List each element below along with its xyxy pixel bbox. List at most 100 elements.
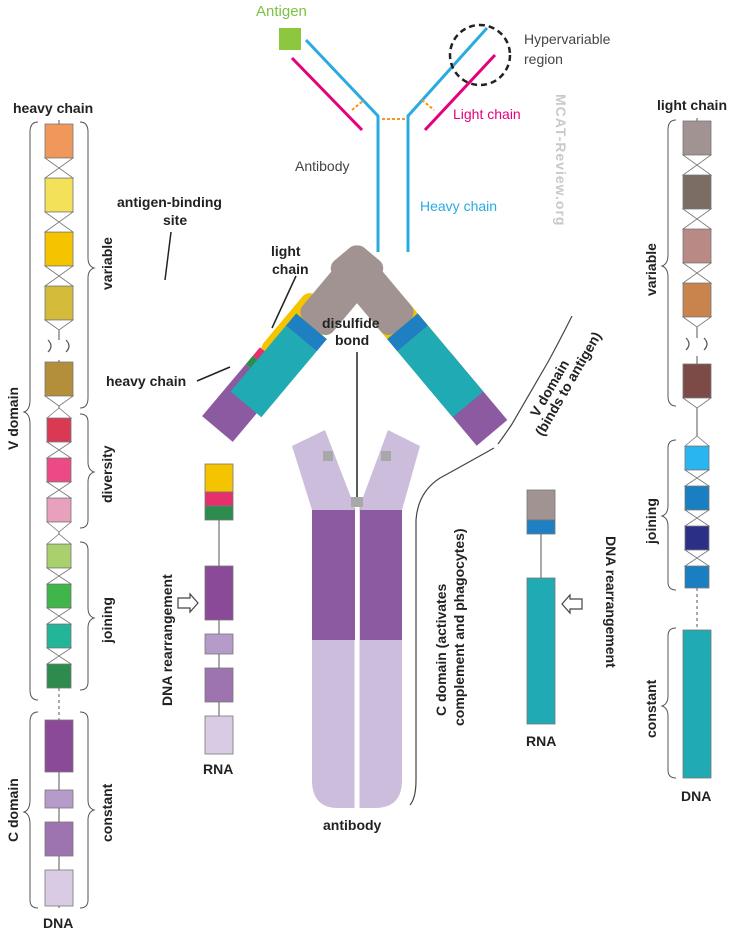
disulfide-bond-right	[421, 99, 435, 111]
disulfide-square-center	[351, 497, 363, 507]
heavy-c-segment-4	[44, 869, 74, 907]
antigen-label: Antigen	[256, 3, 307, 20]
light-c-segment	[682, 629, 712, 779]
light-chain-right	[423, 53, 497, 132]
antibody-structure: antigen-binding site light chain disulfi…	[106, 194, 604, 833]
light-dna-label: DNA	[681, 788, 711, 804]
v-domain-bracket	[497, 315, 573, 445]
watermark: MCAT-Review.org	[553, 94, 569, 226]
light-chain-pointer	[271, 275, 297, 329]
heavy-joining-label: joining	[99, 597, 115, 644]
heavy-rna: RNA DNA rearrangement	[159, 463, 234, 777]
heavy-diversity-bracket	[79, 413, 96, 529]
light-joining-label: joining	[643, 498, 659, 545]
light-rna-label: RNA	[526, 733, 556, 749]
antibody-label: antibody	[323, 817, 382, 833]
heavy-c-domain-bracket	[22, 711, 39, 909]
heavy-d-segment-2	[46, 457, 72, 483]
left-light-constant	[230, 325, 317, 418]
heavy-gene-break	[47, 339, 70, 353]
stem-upper-left	[312, 508, 355, 640]
heavy-variable-label: variable	[99, 237, 115, 290]
heavy-j-segment-3	[46, 623, 72, 649]
hypervariable-label-line1: Hypervariable	[524, 31, 611, 47]
heavy-chain-right-arm	[406, 26, 489, 252]
antigen-binding-pointer	[164, 231, 172, 281]
heavy-v-segment-3	[44, 231, 74, 267]
disulfide-square-right	[381, 451, 391, 461]
left-light-hypervariable	[285, 313, 327, 352]
heavy-constant-label: constant	[99, 783, 115, 842]
light-rna: RNA DNA rearrangement	[526, 489, 619, 749]
light-v-segment-4	[682, 282, 712, 318]
light-variable-label: variable	[643, 243, 659, 296]
heavy-j-segment-2	[46, 583, 72, 609]
heavy-chain-left-arm	[304, 38, 380, 252]
heavy-rearrangement-arrow	[177, 592, 199, 614]
right-light-constant	[397, 325, 484, 418]
heavy-constant-bracket	[79, 711, 96, 909]
heavy-rna-c2	[204, 633, 234, 655]
light-gene-signal-triangles	[681, 154, 713, 567]
heavy-rna-j	[204, 505, 234, 521]
heavy-c-segment-1	[44, 719, 74, 773]
heavy-chain-center-label: heavy chain	[106, 373, 186, 389]
light-gene-break	[685, 337, 708, 351]
light-j-segment-4	[684, 565, 710, 589]
hinge-right	[360, 430, 420, 510]
hypervariable-region-circle	[448, 23, 512, 87]
heavy-rna-c4	[204, 715, 234, 755]
heavy-rna-c3	[204, 667, 234, 703]
heavy-c-domain-label: C domain	[5, 778, 21, 842]
heavy-v-domain-label: V domain	[5, 387, 21, 450]
heavy-diversity-label: diversity	[99, 445, 115, 503]
heavy-v-segment-4	[44, 285, 74, 321]
heavy-joining-bracket	[79, 541, 96, 691]
light-gene-title: light chain	[657, 97, 727, 113]
heavy-v-domain-bracket	[22, 121, 39, 701]
heavy-j-segment-4	[46, 663, 72, 689]
disulfide-square-left	[323, 451, 333, 461]
heavy-d-segment-3	[46, 497, 72, 523]
light-rna-c	[526, 577, 556, 725]
light-constant-bracket	[660, 627, 677, 779]
light-chain-left	[290, 56, 364, 132]
heavy-j-segment-1	[46, 543, 72, 569]
hypervariable-label-line2: region	[524, 51, 563, 67]
hinge-left	[292, 430, 355, 510]
light-rna-v	[526, 489, 556, 521]
antibody-schematic-label: Antibody	[295, 158, 349, 174]
heavy-rna-v	[204, 463, 234, 493]
top-schematic: Antigen Hypervariable region Light chain…	[256, 3, 611, 252]
light-v-segment-5	[682, 363, 712, 399]
stem-upper-right	[360, 508, 402, 640]
light-variable-bracket	[660, 119, 677, 407]
c-domain-bracket	[409, 447, 495, 806]
heavy-dna-rearrangement-label: DNA rearrangement	[159, 574, 175, 706]
antigen-binding-label-line1: antigen-binding	[117, 194, 222, 210]
light-chain-schematic-label: Light chain	[453, 106, 521, 122]
heavy-v-segment-5	[44, 361, 74, 397]
heavy-chain-pointer	[196, 366, 231, 382]
c-domain-label-line1: C domain (activates	[433, 584, 449, 716]
heavy-chain-gene: heavy chain	[5, 100, 115, 931]
disulfide-label-line1: disulfide	[322, 315, 380, 331]
heavy-rna-label: RNA	[203, 761, 233, 777]
light-v-segment-3	[682, 228, 712, 264]
disulfide-label-line2: bond	[335, 332, 369, 348]
heavy-gene-signal-triangles	[43, 157, 75, 665]
light-rna-j	[526, 519, 556, 535]
heavy-v-segment-2	[44, 177, 74, 213]
heavy-gene-title: heavy chain	[13, 100, 93, 116]
light-v-segment-1	[682, 120, 712, 156]
light-dna-rearrangement-label: DNA rearrangement	[603, 536, 619, 668]
light-chain-label-line1: light	[271, 243, 301, 259]
light-j-segment-2	[684, 485, 710, 511]
heavy-d-segment-1	[46, 417, 72, 443]
heavy-c-segment-3	[44, 821, 74, 857]
light-j-segment-1	[684, 445, 710, 471]
antigen-square	[279, 28, 301, 50]
light-constant-label: constant	[643, 679, 659, 738]
light-chain-gene: light chain variable joining	[643, 97, 727, 804]
